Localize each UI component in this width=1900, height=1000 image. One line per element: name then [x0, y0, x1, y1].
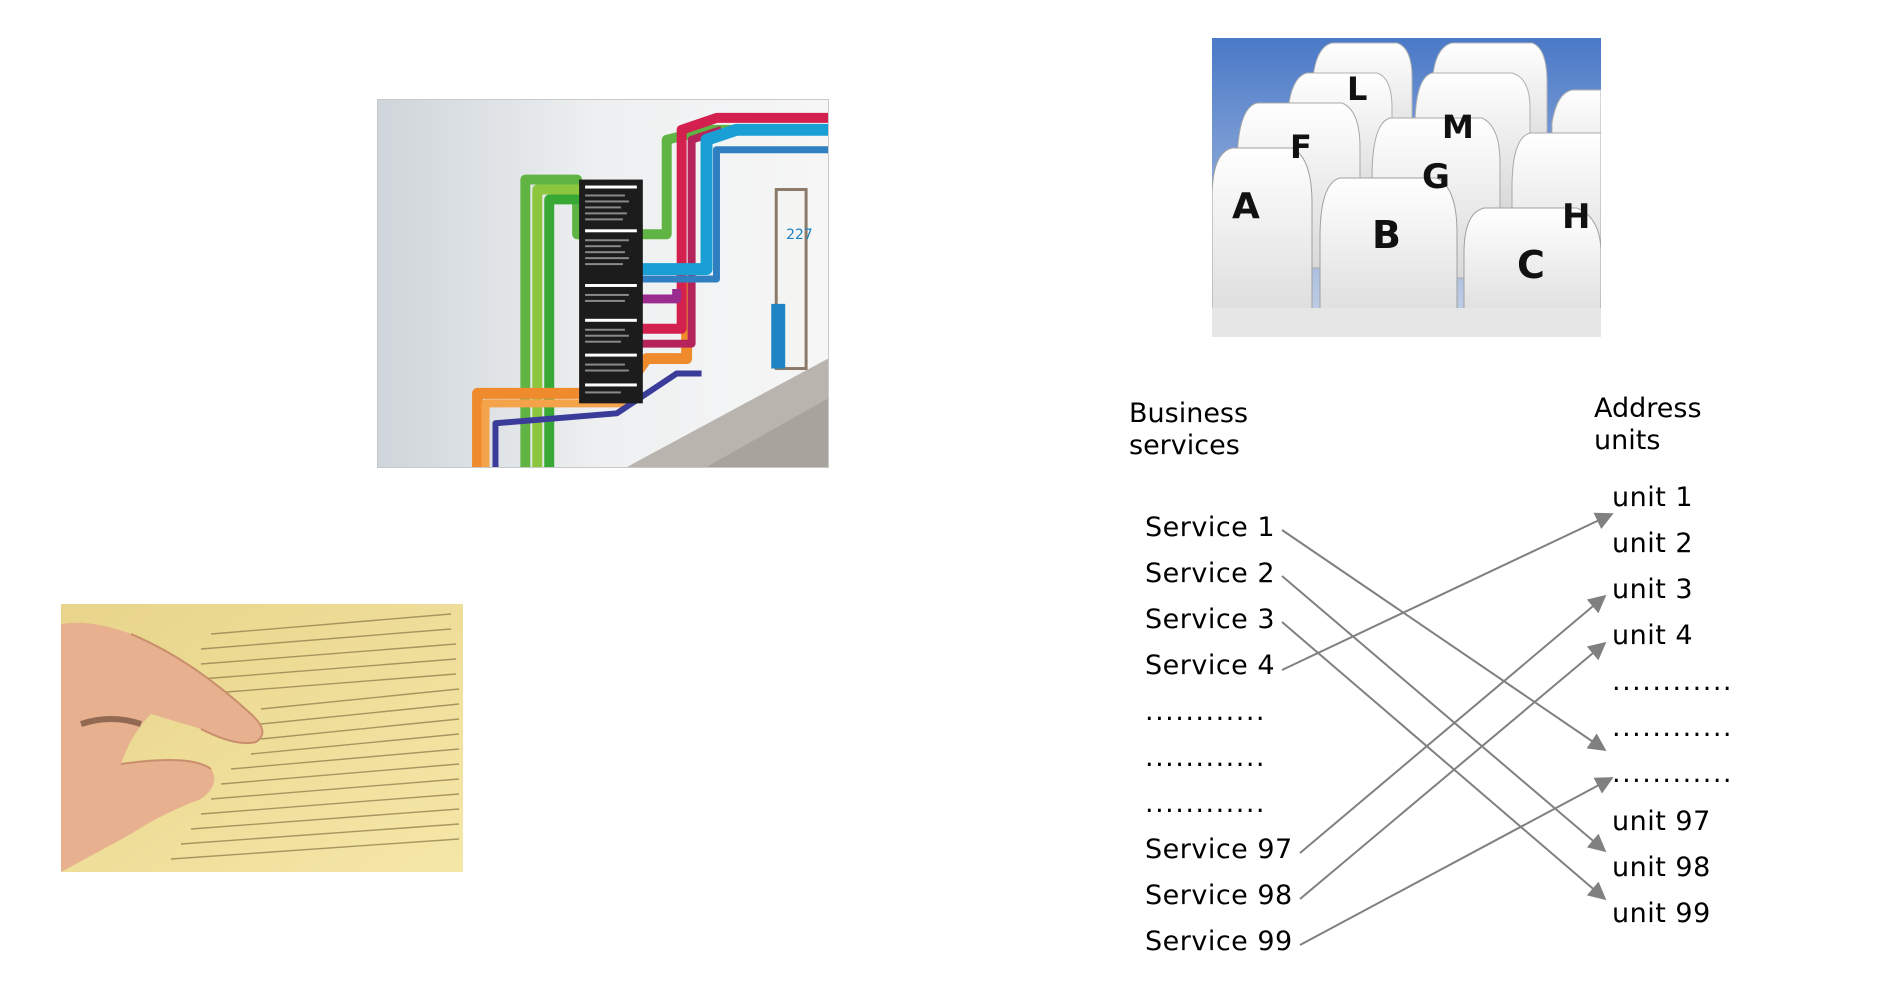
business-services-heading: Business services — [1129, 398, 1248, 462]
service-item: Service 99 — [1145, 926, 1293, 957]
business-heading-line2: services — [1129, 430, 1240, 461]
tab-letter-b: B — [1372, 213, 1401, 257]
address-heading-line1: Address — [1594, 393, 1702, 424]
service-ellipsis: ............ — [1145, 742, 1266, 773]
service-item: Service 3 — [1145, 604, 1276, 635]
business-heading-line1: Business — [1129, 398, 1249, 429]
unit-item: unit 99 — [1612, 898, 1711, 929]
tab-letter-c: C — [1517, 243, 1545, 287]
arrow-service1-to-dots — [1281, 529, 1607, 752]
unit-ellipsis: ............ — [1612, 712, 1733, 743]
service-item: Service 98 — [1145, 880, 1293, 911]
tab-letter-a: A — [1232, 186, 1260, 227]
service-ellipsis: ............ — [1145, 696, 1266, 727]
service-item: Service 4 — [1145, 650, 1276, 681]
unit-item: unit 3 — [1612, 574, 1694, 605]
unit-item: unit 1 — [1612, 482, 1694, 513]
phonebook-photo — [61, 604, 463, 872]
arrow-service98-to-unit4 — [1299, 641, 1607, 900]
service-item: Service 1 — [1145, 512, 1276, 543]
tab-letter-f: F — [1290, 128, 1312, 166]
arrow-service2-to-unit98 — [1281, 575, 1607, 853]
service-item: Service 97 — [1145, 834, 1293, 865]
arrow-service97-to-unit3 — [1299, 594, 1607, 854]
unit-item: unit 98 — [1612, 852, 1711, 883]
address-units-heading: Address units — [1594, 393, 1702, 457]
arrow-service3-to-unit99 — [1281, 621, 1607, 901]
svg-text:227: 227 — [786, 227, 813, 243]
tab-letter-h: H — [1562, 197, 1590, 237]
unit-ellipsis: ............ — [1612, 666, 1733, 697]
unit-item: unit 97 — [1612, 806, 1711, 837]
tab-letter-m: M — [1442, 108, 1474, 146]
arrow-service99-to-dots — [1299, 777, 1614, 946]
address-heading-line2: units — [1594, 425, 1661, 456]
tab-letter-l: L — [1347, 70, 1367, 108]
unit-item: unit 4 — [1612, 620, 1694, 651]
unit-ellipsis: ............ — [1612, 758, 1733, 789]
service-ellipsis: ............ — [1145, 788, 1266, 819]
arrow-service4-to-unit1 — [1281, 512, 1614, 671]
card-index-photo: L M F G H A B C — [1212, 38, 1601, 337]
service-item: Service 2 — [1145, 558, 1276, 589]
tab-letter-g: G — [1422, 157, 1450, 197]
wayfinding-wall-photo: 227 — [377, 99, 829, 468]
unit-item: unit 2 — [1612, 528, 1694, 559]
